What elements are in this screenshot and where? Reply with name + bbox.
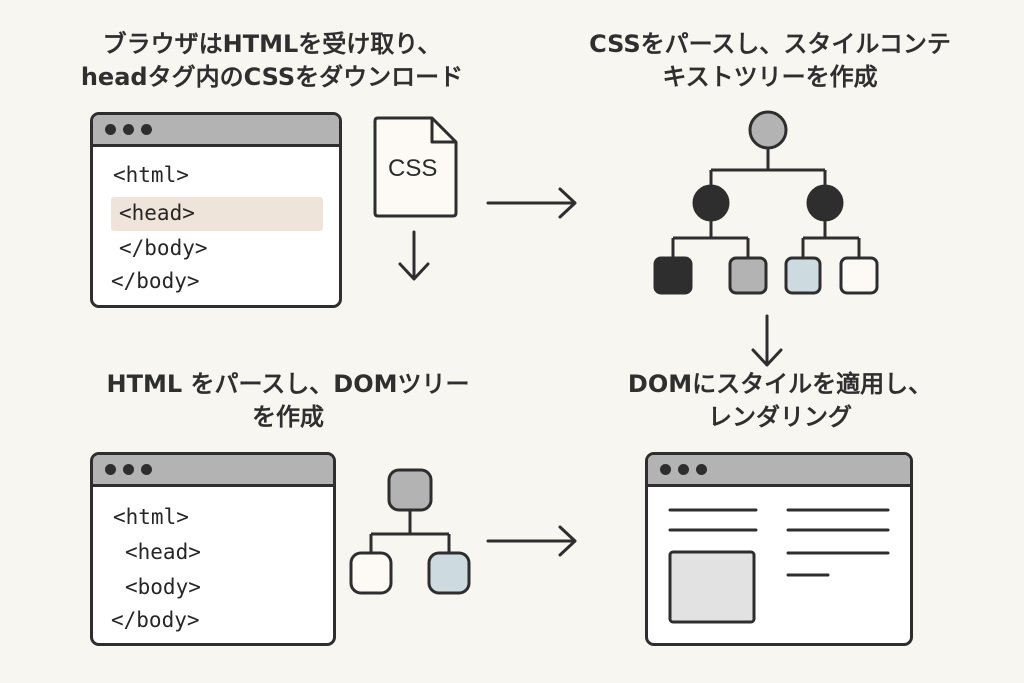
code-line-highlighted: <head> — [119, 201, 195, 225]
step3-caption-line1: HTML をパースし、DOMツリー — [106, 370, 470, 398]
window-dot — [105, 464, 116, 475]
tree-leaf-dark — [653, 256, 693, 295]
tree-leaf-gray — [728, 256, 768, 295]
step3-caption-line2: を作成 — [252, 403, 324, 431]
dom-child-node — [427, 551, 471, 595]
browser-window-icon: <html> <head> <body> </body> — [90, 452, 336, 646]
step2-caption-line2: キストツリーを作成 — [662, 63, 878, 91]
rendered-page-icon — [645, 452, 913, 646]
step4-caption-line1: DOMにスタイルを適用し、 — [627, 370, 933, 398]
tree-leaf-white — [839, 256, 879, 295]
code-line: <html> — [113, 505, 189, 529]
code-line: </body> — [111, 269, 200, 293]
down-arrow-icon — [398, 230, 430, 281]
code-line: <html> — [113, 163, 189, 187]
window-dot — [696, 464, 707, 475]
window-dot — [678, 464, 689, 475]
tree-diagram-icon — [349, 468, 471, 595]
window-dot — [123, 464, 134, 475]
tree-diagram-icon — [653, 110, 879, 295]
right-arrow-icon — [486, 525, 577, 557]
code-line: </body> — [119, 236, 208, 260]
browser-window-icon: <html> <head> </body> </body> — [90, 112, 342, 308]
window-dot — [105, 124, 116, 135]
window-dot — [123, 124, 134, 135]
step1-caption: ブラウザはHTMLを受け取り、 headタグ内のCSSをダウンロード — [62, 28, 482, 94]
step1-caption-line2: headタグ内のCSSをダウンロード — [80, 63, 464, 91]
step2-caption: CSSをパースし、スタイルコンテ キストツリーを作成 — [570, 28, 970, 94]
code-line: <body> — [125, 575, 201, 599]
css-file-label: CSS — [388, 155, 438, 182]
tree-root-node — [748, 110, 788, 150]
window-dot — [141, 124, 152, 135]
head-highlight — [111, 197, 323, 231]
step1-caption-line1: ブラウザはHTMLを受け取り、 — [102, 30, 442, 58]
window-dot — [141, 464, 152, 475]
browser-titlebar — [648, 455, 910, 487]
tree-node-dark — [806, 184, 844, 222]
window-dot — [660, 464, 671, 475]
tree-leaf-blue — [784, 256, 822, 295]
dom-child-node — [349, 551, 393, 595]
step4-caption: DOMにスタイルを適用し、 レンダリング — [580, 368, 980, 434]
step3-caption: HTML をパースし、DOMツリー を作成 — [78, 368, 498, 434]
right-arrow-icon — [486, 187, 577, 219]
browser-titlebar — [93, 115, 339, 147]
dom-root-node — [387, 468, 433, 512]
step2-caption-line1: CSSをパースし、スタイルコンテ — [589, 30, 951, 58]
code-line: </body> — [111, 608, 200, 632]
tree-node-dark — [692, 184, 730, 222]
browser-titlebar — [93, 455, 333, 487]
down-arrow-icon — [751, 314, 783, 367]
code-line: <head> — [125, 540, 201, 564]
step4-caption-line2: レンダリング — [708, 403, 852, 431]
